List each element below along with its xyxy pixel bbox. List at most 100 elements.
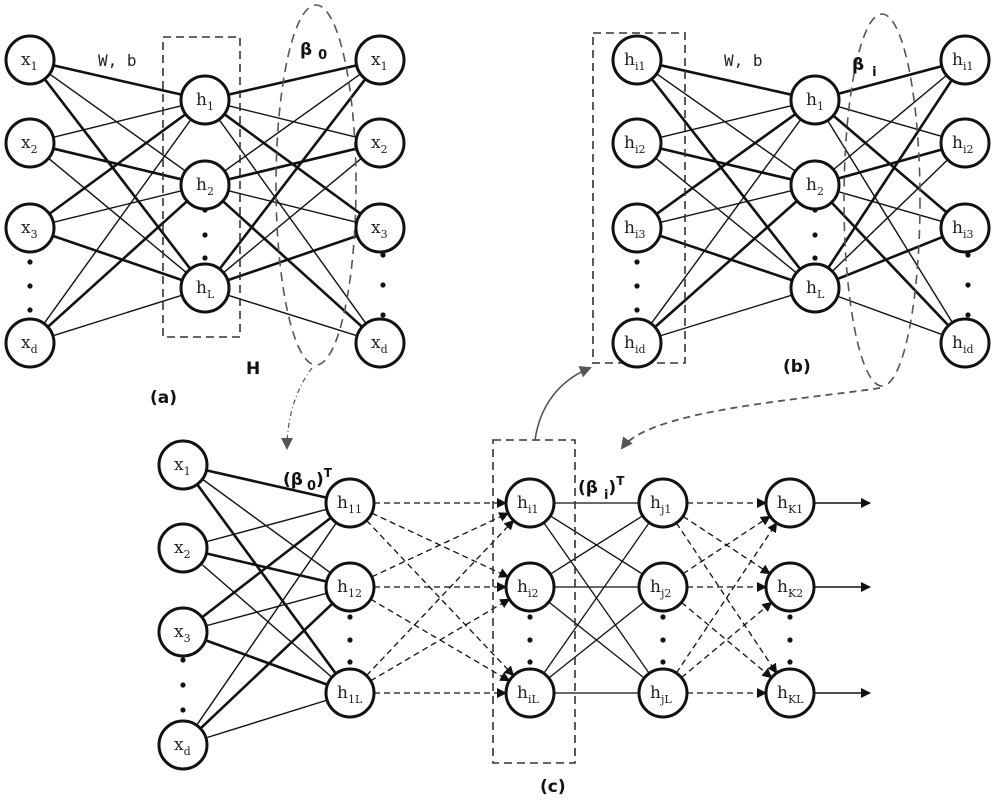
weight-label-a: W, b [98,51,137,70]
ellipsis-dot [202,255,207,260]
output-node-b: hid [941,319,989,367]
node-layer1: h11 [326,479,374,527]
beta0-ellipse [276,5,356,365]
input-connection-c [190,634,343,690]
ellipsis-dot [634,259,639,264]
beta0-label: β0 [300,40,327,63]
weight-label-b: W, b [724,51,763,70]
ellipsis-dot [27,307,32,312]
ellipsis-dot [965,252,970,257]
ellipsis-dot [527,614,532,619]
beta-connection-a [212,230,373,285]
input-connection-c [187,471,345,687]
layer-i-to-b-arrow [535,368,590,440]
beta-connection-b [822,231,959,286]
hidden-node-b: hL [791,264,839,312]
hidden-node-a: h2 [181,161,229,209]
ellipsis-dot [812,255,817,260]
ellipsis-dot [527,637,532,642]
beta0-transfer-arrow [287,368,312,448]
output-node-a: xd [356,319,404,367]
ellipsis-dot [380,252,385,257]
hidden-node-a: hL [181,264,229,312]
input-node-a: x1 [6,36,54,84]
input-node-b: hi2 [613,119,661,167]
ellipsis-dot [787,614,792,619]
ellipsis-dot [202,207,207,212]
hidden-output-label: H [246,359,260,379]
caption-b: (b) [783,357,811,377]
beta-connection-b [822,145,958,183]
ellipsis-dot [965,312,970,317]
labels: W, b β0 H (a) W, b βi (b) (β0)T (βi)T (c… [98,40,877,797]
beta-connection-b [822,62,958,98]
input-node-c: x2 [159,524,207,572]
ellipsis-dot [812,207,817,212]
input-node-a: xd [6,319,54,367]
beta-connection-b [822,102,958,141]
betai-label: βi [852,55,877,80]
weight-connection-a [37,230,198,285]
node-layer-j: hj2 [639,563,687,611]
node-layer-k: hK2 [766,563,814,611]
ellipsis-dot [660,614,665,619]
output-node-a: x2 [356,119,404,167]
dashed-connection-c [681,602,771,677]
weight-connection-b [644,230,808,285]
ellipsis-dot [347,637,352,642]
ellipsis-dot [347,614,352,619]
output-node-a: x1 [356,36,404,84]
ellipsis-dot [180,657,185,662]
ellipsis-dot [347,659,352,664]
node-layer1: h12 [326,563,374,611]
node-layer-k: hKL [766,669,814,717]
ellipsis-dot [202,232,207,237]
input-node-b: hi3 [613,204,661,252]
output-node-b: hi3 [941,204,989,252]
input-node-c: xd [159,721,207,769]
input-node-c: x3 [159,608,207,656]
ellipsis-dot [180,707,185,712]
input-node-c: x1 [159,441,207,489]
dashed-connection-c [681,602,771,677]
weight-connection-b [641,66,810,283]
beta0-transpose-label: (β0)T [283,466,333,494]
betai-transpose-label: (βi)T [578,474,625,503]
beta-connection-a [212,145,373,184]
beta-connection-b [822,187,958,226]
weight-connection-a [34,66,200,283]
hidden-node-b: h2 [791,161,839,209]
ellipsis-dot [27,259,32,264]
output-node-a: x3 [356,204,404,252]
ellipsis-dot [812,232,817,237]
ellipsis-dot [27,283,32,288]
ellipsis-dot [787,637,792,642]
ellipsis-dot [787,659,792,664]
output-node-b: hi2 [941,119,989,167]
ellipsis-dot [380,282,385,287]
node-layer-j: hj1 [639,479,687,527]
betai-transfer-arrow [622,388,880,448]
caption-c: (c) [540,777,566,797]
node-layer-k: hK1 [766,479,814,527]
ellipsis-dot [965,282,970,287]
hidden-node-b: h1 [791,76,839,124]
node-layer-i: hi2 [506,563,554,611]
caption-a: (a) [150,388,177,408]
ellipsis-dot [660,659,665,664]
output-node-b: hi1 [941,36,989,84]
input-node-a: x3 [6,204,54,252]
hidden-node-a: h1 [181,76,229,124]
input-connection-c [188,553,344,689]
beta-connection-a [212,62,373,99]
ellipsis-dot [380,312,385,317]
ellipsis-dot [634,283,639,288]
ellipsis-dot [660,637,665,642]
node-layer-j: hjL [639,669,687,717]
input-node-b: hid [613,319,661,367]
input-connection-c [188,592,345,740]
ellipsis-dot [634,307,639,312]
ellipsis-dot [180,682,185,687]
